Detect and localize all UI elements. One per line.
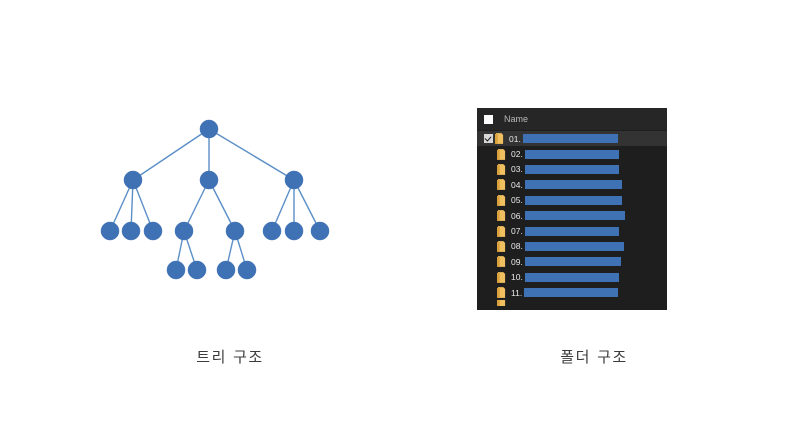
folder-icon: [497, 179, 506, 191]
tree-node: [100, 221, 120, 241]
folder-row-number: 11.: [511, 287, 523, 298]
folder-row[interactable]: 03.: [477, 162, 667, 177]
folder-row-number: 08.: [511, 241, 523, 252]
tree-node: [123, 170, 143, 190]
tree-node-group: [100, 119, 330, 280]
tree-edge: [293, 179, 321, 232]
folder-icon: [497, 210, 506, 222]
tree-node: [216, 260, 236, 280]
folder-name-redaction-bar: [524, 288, 619, 298]
folder-row[interactable]: 10.: [477, 270, 667, 285]
folder-icon: [497, 225, 506, 237]
folder-panel: Name 01. 02. 03. 04. 05. 06. 07. 08. 09. 10. 11.: [477, 108, 667, 310]
tree-caption: 트리 구조: [196, 348, 264, 366]
tree-node: [284, 221, 304, 241]
folder-name-redaction-bar: [524, 149, 619, 159]
folder-row-number: 10.: [511, 272, 523, 283]
folder-icon: [497, 164, 506, 175]
folder-row-number: 06.: [511, 210, 523, 221]
folder-name-redaction-bar: [522, 134, 618, 144]
folder-row[interactable]: 01.: [477, 131, 667, 147]
folder-row[interactable]: 04.: [477, 177, 667, 192]
folder-name-redaction-bar: [524, 195, 622, 205]
tree-edge: [271, 179, 295, 232]
row-checkbox[interactable]: [484, 134, 493, 144]
folder-name-redaction-bar: [524, 211, 625, 221]
folder-icon: [495, 133, 504, 145]
folder-name-redaction-bar: [524, 257, 621, 267]
folder-name-redaction-bar: [524, 272, 619, 282]
tree-node: [310, 221, 330, 241]
folder-icon: [497, 271, 506, 283]
folder-row-number: 03.: [511, 164, 523, 175]
folder-name-redaction-bar: [524, 241, 624, 251]
folder-name-redaction-bar: [524, 180, 622, 190]
tree-edge: [132, 128, 210, 181]
tree-edge: [208, 179, 236, 232]
tree-node: [199, 119, 219, 139]
folder-icon: [497, 148, 506, 160]
tree-node: [199, 170, 219, 190]
folder-row-number: 07.: [511, 226, 523, 237]
folder-name-redaction-bar: [524, 164, 619, 174]
column-header-name: Name: [504, 114, 529, 124]
tree-diagram-svg: [100, 119, 330, 280]
folder-row-number: 05.: [511, 195, 523, 206]
tree-node: [187, 260, 207, 280]
folder-row-number: 02.: [511, 149, 523, 160]
folder-icon: [497, 256, 506, 268]
folder-row[interactable]: 08.: [477, 239, 667, 254]
folder-row[interactable]: 11.: [477, 285, 667, 300]
tree-edge: [208, 128, 295, 181]
folder-caption: 폴더 구조: [560, 348, 628, 366]
folder-row[interactable]: [477, 300, 667, 307]
tree-node: [237, 260, 257, 280]
folder-row[interactable]: 07.: [477, 223, 667, 238]
folder-row[interactable]: 05.: [477, 193, 667, 208]
folder-name-redaction-bar: [524, 226, 619, 236]
tree-edge: [183, 179, 210, 232]
folder-row[interactable]: 06.: [477, 208, 667, 223]
folder-row-number: 01.: [509, 133, 521, 144]
folder-icon: [497, 241, 506, 252]
folder-row-number: 04.: [511, 179, 523, 190]
folder-icon: [497, 287, 506, 298]
folder-row[interactable]: 09.: [477, 254, 667, 269]
tree-node: [143, 221, 163, 241]
tree-node: [121, 221, 141, 241]
folder-row-number: 09.: [511, 256, 523, 267]
select-all-checkbox[interactable]: [484, 114, 493, 124]
tree-edge: [109, 179, 134, 232]
folder-panel-header: Name: [477, 108, 667, 130]
tree-node: [225, 221, 245, 241]
folder-icon: [497, 194, 506, 206]
tree-node: [262, 221, 282, 241]
tree-diagram: [80, 105, 380, 305]
folder-row-list: 01. 02. 03. 04. 05. 06. 07. 08. 09. 10. 11.: [477, 130, 667, 307]
tree-node: [174, 221, 194, 241]
tree-edge-group: [109, 128, 321, 271]
tree-node: [284, 170, 304, 190]
folder-row[interactable]: 02.: [477, 146, 667, 161]
folder-icon: [497, 300, 506, 307]
tree-node: [166, 260, 186, 280]
